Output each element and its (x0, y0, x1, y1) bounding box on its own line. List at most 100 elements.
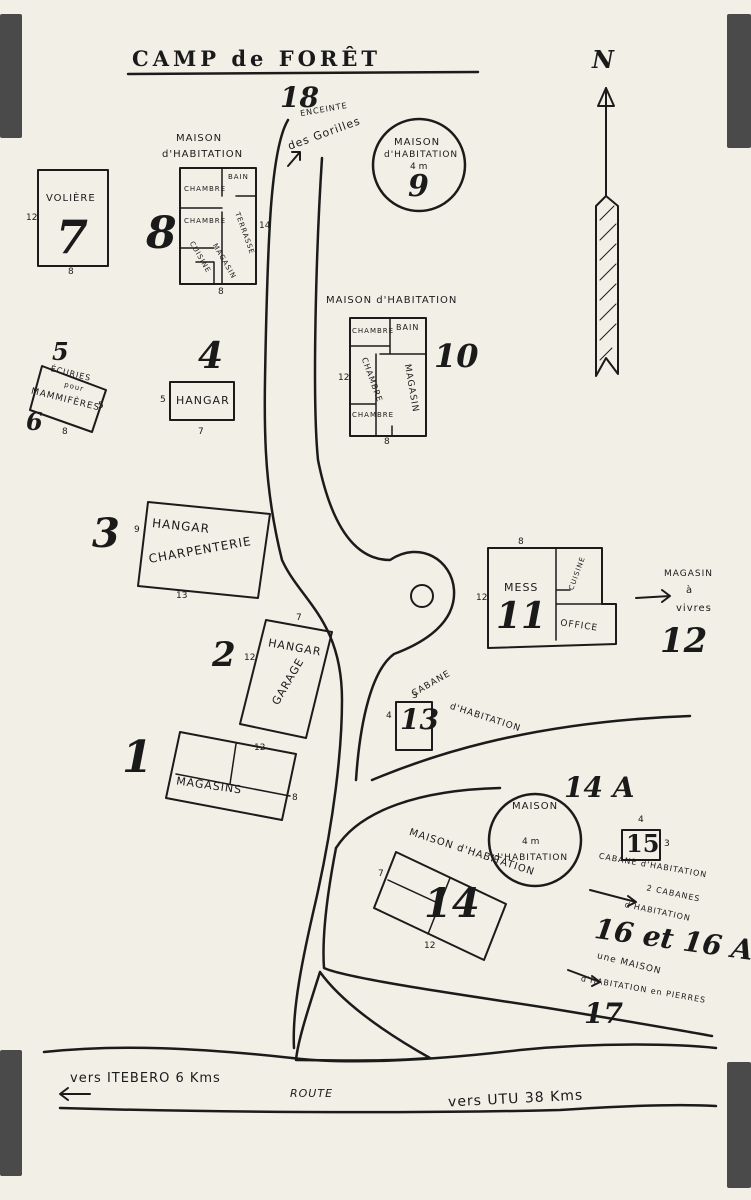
building-10-outline (349, 317, 427, 437)
building-17-number: 17 (584, 997, 623, 1030)
building-12-number: 12 (660, 621, 708, 661)
building-10-dim-h: 12 (338, 373, 350, 383)
building-11-outline (487, 547, 617, 649)
arrow-to-17-icon (567, 969, 601, 987)
building-12-label-3: vivres (676, 603, 712, 614)
building-8-number: 8 (146, 208, 177, 259)
building-8-label-1: MAISON (176, 133, 223, 144)
building-1-dim-w: 12 (254, 743, 266, 753)
building-1-dim-h: 8 (292, 793, 298, 803)
arrow-left-icon (59, 1087, 91, 1101)
building-4-number: 4 (198, 335, 224, 377)
building-2-dim-w: 7 (296, 613, 302, 623)
building-15-dim-h: 3 (664, 839, 670, 849)
building-5-6-dim-w: 8 (62, 427, 68, 437)
building-14a-number: 14 A (564, 771, 635, 804)
building-3-dim-h: 9 (134, 525, 140, 535)
building-9-label-1: MAISON (394, 137, 441, 148)
building-9-dim: 4 m (410, 162, 428, 172)
building-14a-outline (487, 792, 583, 888)
building-8-label-2: d'HABITATION (162, 149, 244, 160)
building-5-6-outline (29, 365, 107, 433)
building-8-dim-w: 8 (218, 287, 224, 297)
building-14-outline (373, 851, 507, 961)
route-label: ROUTE (290, 1087, 334, 1100)
building-7-dim-h: 12 (26, 213, 38, 223)
binder-clip-top-left (0, 14, 22, 138)
roundabout-circle (410, 584, 434, 608)
building-4-outline (169, 381, 235, 421)
building-4-label: HANGAR (176, 394, 230, 407)
binder-clip-top-right (727, 14, 751, 148)
building-9-label-2: d'HABITATION (384, 150, 459, 160)
route-line (58, 1103, 718, 1114)
building-14-number: 14 (424, 880, 480, 927)
building-10-room-chambre-3: CHAMBRE (352, 411, 395, 419)
building-7-outline (37, 169, 109, 267)
building-3-dim-w: 13 (176, 591, 188, 601)
building-4-dim-w: 7 (198, 427, 204, 437)
building-1-number: 1 (122, 732, 153, 783)
north-label: N (592, 45, 614, 74)
building-11-dim-h: 12 (476, 593, 488, 603)
branch-road-upper-edge (370, 714, 692, 782)
building-10-label: MAISON d'HABITATION (326, 295, 458, 306)
building-9-outline (371, 117, 467, 213)
building-3-number: 3 (92, 510, 120, 557)
building-15-outline (621, 829, 661, 861)
building-8-outline (179, 167, 257, 285)
arrow-to-12-icon (635, 589, 671, 603)
destination-itebero: vers ITEBERO 6 Kms (70, 1071, 221, 1086)
building-2-dim-h: 12 (244, 653, 256, 663)
road-left-edge (263, 118, 344, 1050)
building-13-number: 13 (400, 703, 439, 736)
building-13-outline (395, 701, 433, 751)
building-2-number: 2 (212, 635, 236, 675)
branch-road-lower-edge-2 (322, 846, 714, 1038)
building-7-dim-w: 8 (68, 267, 74, 277)
building-10-room-chambre-1: CHAMBRE (352, 327, 395, 335)
building-12-label-1: MAGASIN (664, 569, 713, 579)
building-8-room-chambre-2: CHAMBRE (184, 217, 227, 225)
building-15-dim-w: 4 (638, 815, 644, 825)
building-2-outline (239, 619, 333, 739)
building-13-dim-w: 3 (412, 691, 418, 701)
arrow-to-16-icon (589, 889, 637, 907)
building-10-dim-w: 8 (384, 437, 390, 447)
building-5-6-dim-h: 5 (98, 401, 104, 411)
building-7-label: VOLIÈRE (46, 193, 96, 204)
north-arrow-icon (595, 87, 619, 377)
building-18-number: 18 (280, 81, 319, 114)
binder-clip-bottom-right (727, 1062, 751, 1188)
building-12-label-2: à (686, 585, 694, 596)
building-8-room-chambre-1: CHAMBRE (184, 185, 227, 193)
building-14a-dim: 4 m (522, 837, 540, 847)
building-10-room-bain: BAIN (396, 323, 420, 332)
track-top-edge (42, 1043, 718, 1063)
arrow-to-18-icon (287, 151, 301, 167)
binder-clip-bottom-left (0, 1050, 22, 1176)
building-7-number: 7 (56, 210, 89, 264)
building-8-dim-h: 14 (259, 221, 271, 231)
map-title: CAMP de FORÊT (132, 46, 381, 71)
building-5-number: 5 (52, 337, 69, 366)
building-3-outline (137, 501, 271, 599)
building-14-dim-w: 12 (424, 941, 436, 951)
building-10-number: 10 (434, 337, 479, 375)
building-11-dim-w: 8 (518, 537, 524, 547)
branch-road-lower-edge (334, 786, 502, 850)
building-13-dim-h: 4 (386, 711, 392, 721)
building-14-dim-h: 7 (378, 869, 384, 879)
building-4-dim-h: 5 (160, 395, 166, 405)
building-6-number: 6 (26, 407, 43, 436)
building-14a-label-1: MAISON (512, 801, 559, 812)
building-11-number: 11 (496, 595, 547, 637)
building-8-room-bain: BAIN (228, 173, 249, 181)
building-1-outline (165, 731, 297, 821)
title-underline (126, 70, 480, 76)
road-loop-triangle (294, 970, 432, 1062)
building-14a-label-2: d'HABITATION (494, 853, 569, 863)
road-right-edge (313, 156, 456, 782)
